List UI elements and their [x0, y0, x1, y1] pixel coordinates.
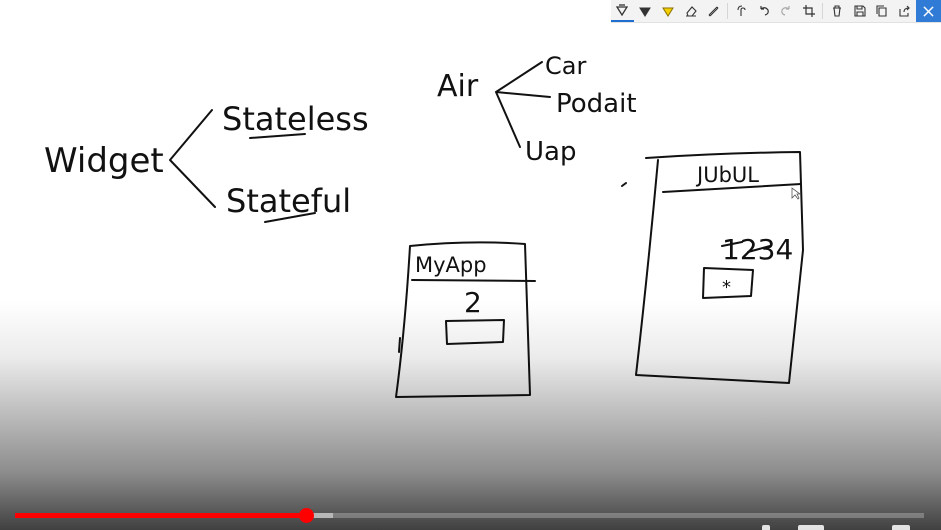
highlighter-icon: [661, 7, 674, 17]
crop-icon: [803, 5, 816, 17]
crop-button[interactable]: [798, 0, 821, 22]
jubul-numbers: 1234: [722, 233, 793, 266]
stateless-label: Stateless: [222, 100, 369, 138]
air-branch-lines: [495, 61, 551, 148]
fullscreen-icon[interactable]: [892, 525, 910, 530]
jubul-button-outline: [702, 267, 754, 299]
stray-mark: [621, 182, 627, 187]
air-label: Air: [437, 69, 479, 104]
myapp-counter: 2: [464, 286, 482, 319]
stateful-label: Stateful: [226, 182, 351, 220]
stateless-underline: [249, 133, 306, 139]
save-icon: [853, 5, 866, 17]
redo-icon: [781, 6, 790, 16]
video-scrubber-handle[interactable]: [298, 508, 314, 523]
eraser-icon: [685, 6, 697, 17]
touch-writing-button[interactable]: [730, 0, 753, 22]
save-button[interactable]: [848, 0, 871, 22]
toolbar-separator: [822, 3, 824, 19]
pencil-button[interactable]: [634, 0, 657, 22]
share-button[interactable]: [894, 0, 917, 22]
undo-icon: [760, 6, 769, 16]
touch-writing-icon: [737, 5, 746, 16]
jubul-numbers-strike: [721, 241, 771, 253]
mouse-cursor-icon: [791, 187, 802, 200]
stateful-underline: [264, 212, 316, 223]
ballpoint-pen-button[interactable]: [611, 0, 634, 22]
ruler-icon: [708, 6, 719, 17]
redo-button[interactable]: [775, 0, 798, 22]
widget-branch-lines: [169, 109, 216, 208]
ballpoint-pen-icon: [616, 4, 629, 16]
copy-icon: [876, 5, 887, 17]
video-played-bar: [15, 513, 306, 518]
undo-button[interactable]: [752, 0, 775, 22]
video-controls-bar: [0, 525, 941, 530]
copy-button[interactable]: [871, 0, 894, 22]
eraser-button[interactable]: [679, 0, 702, 22]
car-label: Car: [545, 52, 586, 80]
myapp-appbar-line: [411, 279, 536, 282]
jubul-appbar-line: [662, 183, 802, 193]
ruler-button[interactable]: [702, 0, 725, 22]
widget-label: Widget: [44, 141, 164, 181]
podait-label: Podait: [556, 89, 637, 119]
uap-label: Uap: [525, 137, 576, 167]
highlighter-button[interactable]: [656, 0, 679, 22]
pencil-icon: [639, 7, 651, 17]
myapp-title: MyApp: [415, 253, 487, 277]
jubul-title: JUbUL: [695, 163, 759, 187]
myapp-left-tick: [398, 337, 401, 353]
video-progress-bar[interactable]: [15, 508, 924, 523]
close-button[interactable]: [916, 0, 941, 22]
share-icon: [899, 5, 910, 17]
myapp-button-outline: [445, 319, 505, 345]
captions-icon[interactable]: [762, 525, 770, 530]
delete-button[interactable]: [825, 0, 848, 22]
ink-toolbar: [611, 0, 941, 23]
settings-icon[interactable]: [798, 525, 824, 530]
close-icon: [923, 5, 934, 17]
toolbar-separator: [726, 3, 728, 19]
jubul-button-label: *: [722, 277, 731, 298]
delete-icon: [832, 5, 841, 17]
